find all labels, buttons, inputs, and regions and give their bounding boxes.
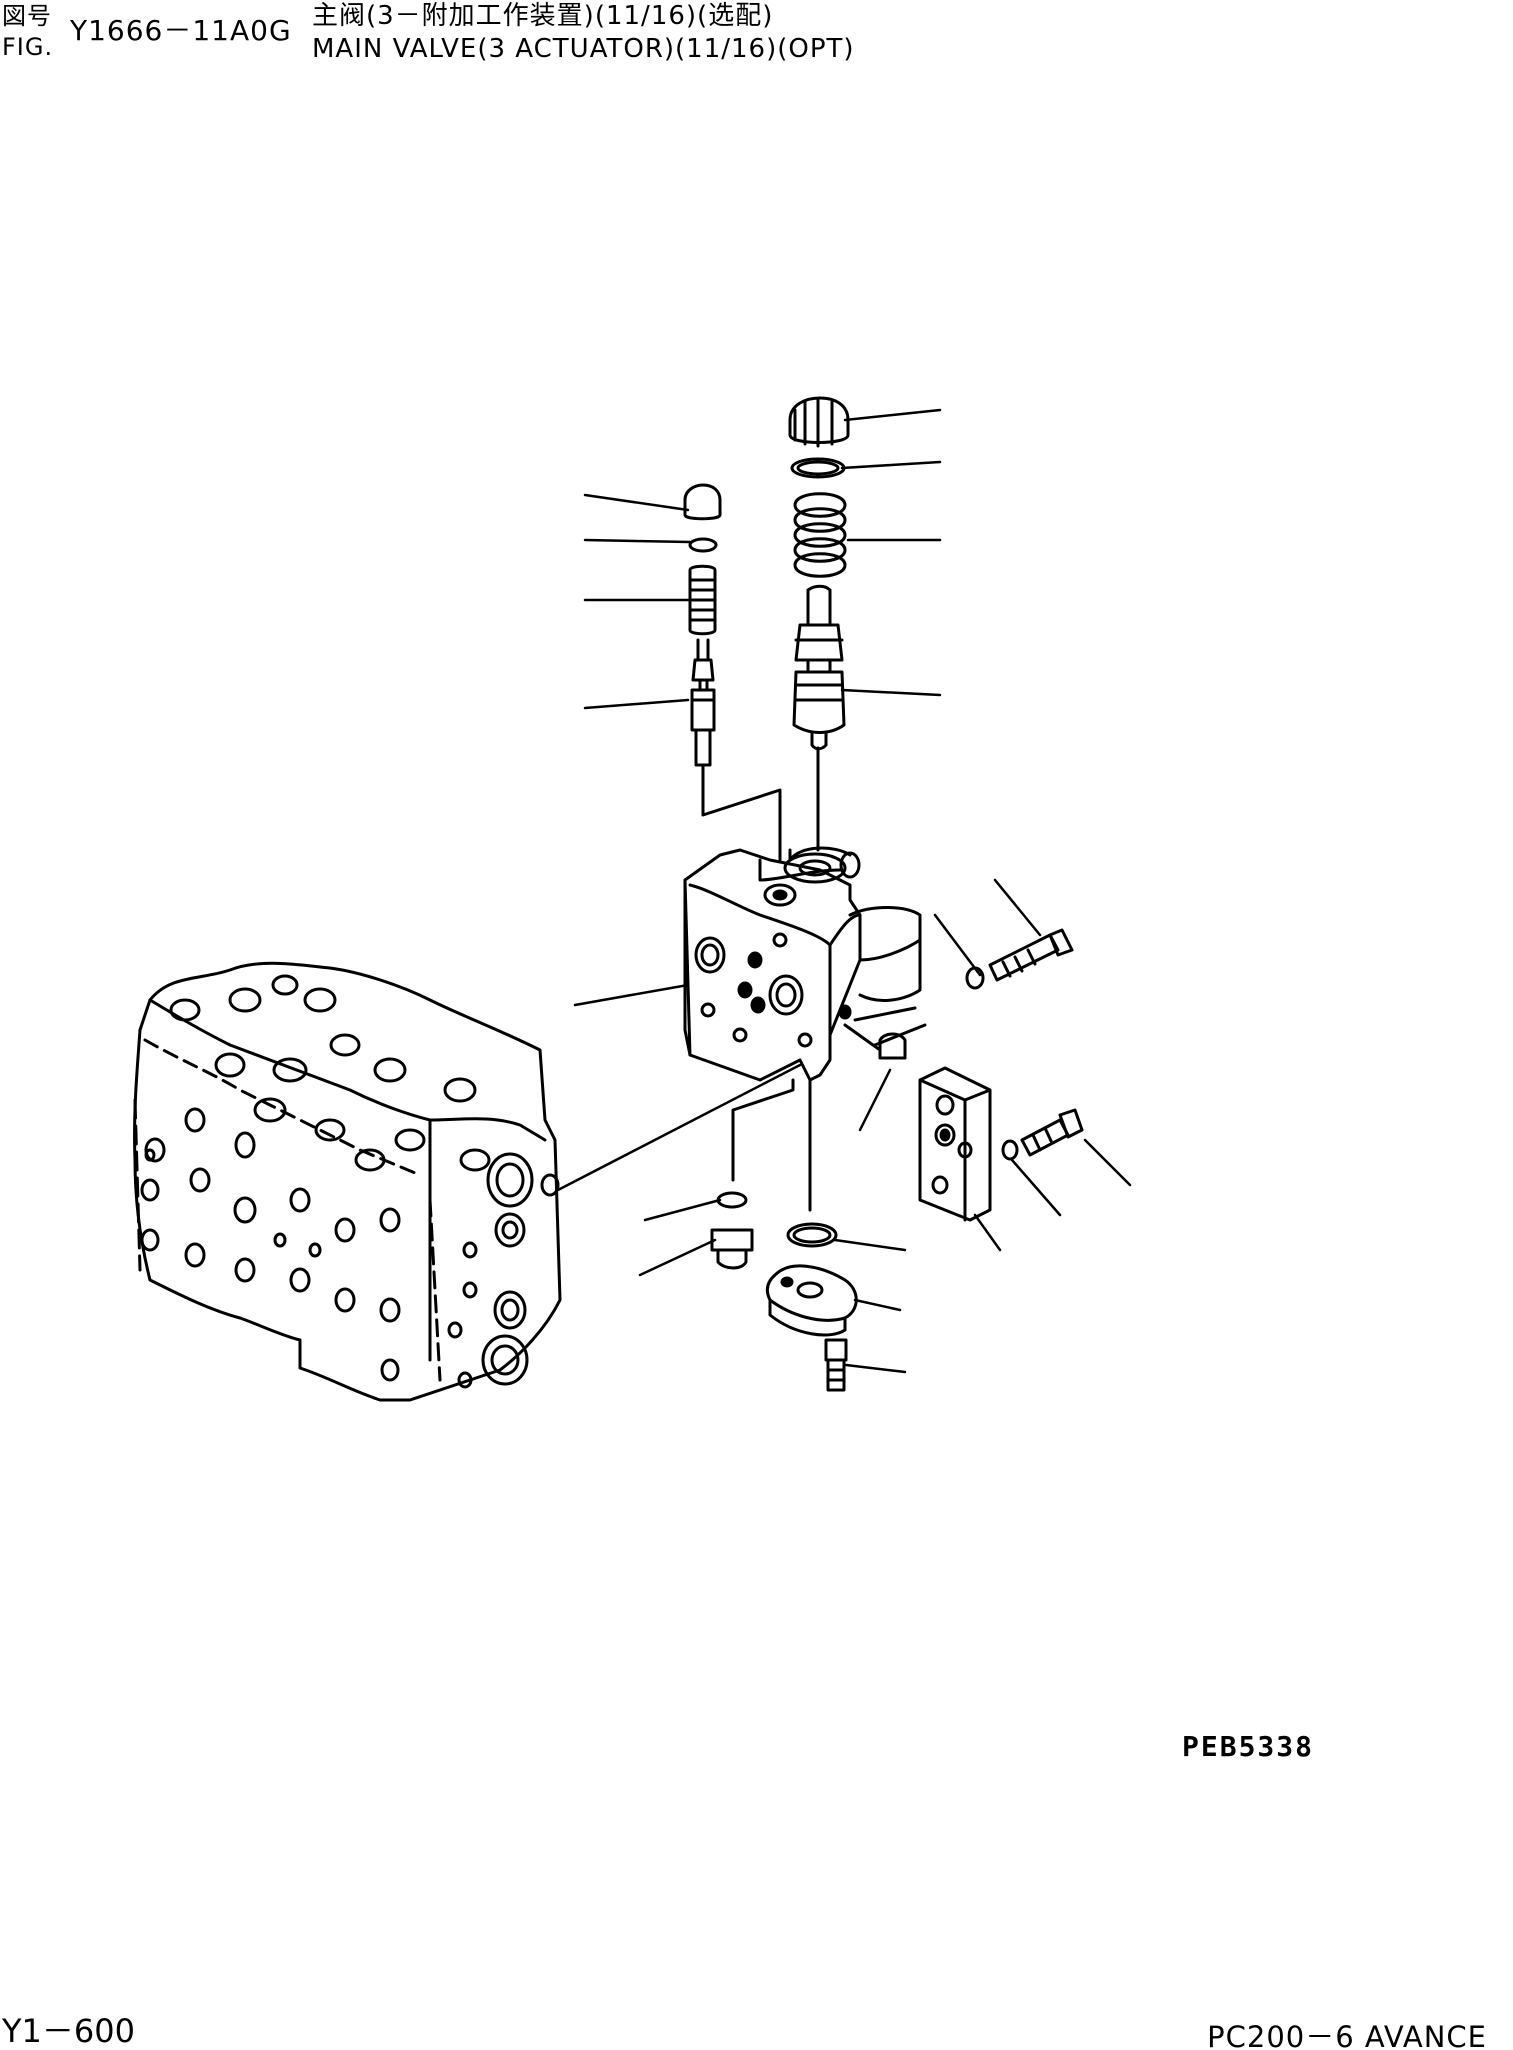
spool-assembly-left bbox=[683, 483, 782, 862]
model-name: PC200－6 AVANCE bbox=[1207, 2020, 1487, 2050]
leader-lines bbox=[556, 408, 1132, 1374]
cover-plate bbox=[918, 1066, 992, 1222]
drawing-code: PEB5338 bbox=[1182, 1730, 1315, 1763]
bolt-lower-right bbox=[1001, 1108, 1084, 1161]
addon-valve-section bbox=[683, 846, 922, 1082]
small-plug bbox=[843, 1023, 907, 1060]
page-number: Y1－600 bbox=[2, 2012, 135, 2050]
figure-number: Y1666－11A0G bbox=[70, 14, 292, 47]
main-valve-block bbox=[133, 961, 562, 1402]
spool-assembly-right bbox=[788, 396, 850, 852]
fig-label-jp: 図号 bbox=[2, 2, 52, 30]
page-title-jp: 主阀(3－附加工作装置)(11/16)(选配) bbox=[312, 1, 774, 31]
fig-label-en: FIG. bbox=[2, 33, 54, 61]
lower-parts bbox=[710, 1078, 858, 1392]
page-title-en: MAIN VALVE(3 ACTUATOR)(11/16)(OPT) bbox=[312, 34, 855, 64]
bolt-upper-right bbox=[965, 928, 1074, 990]
